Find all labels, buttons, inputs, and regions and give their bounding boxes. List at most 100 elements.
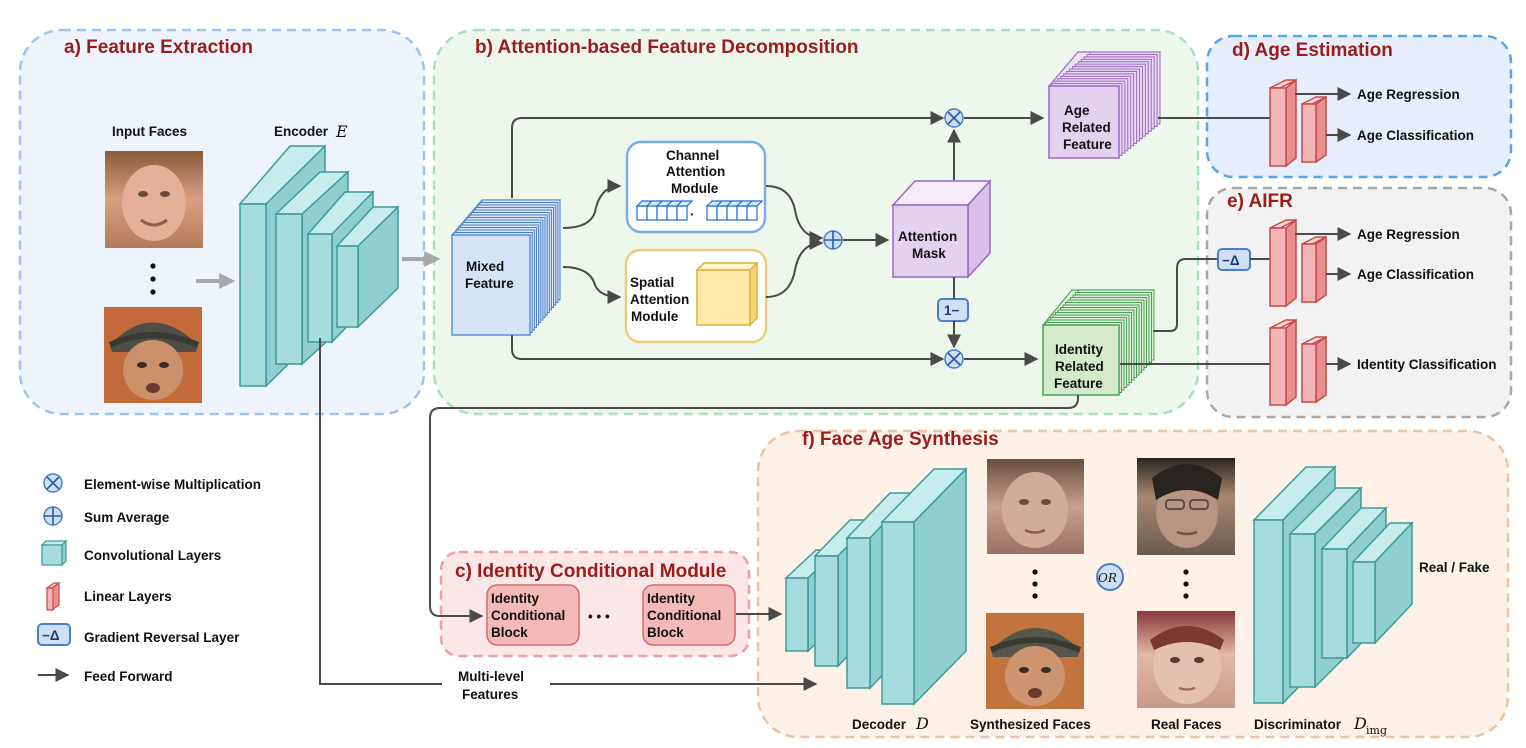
input-faces-label: Input Faces xyxy=(112,124,187,139)
mixed-feature-label-2: Feature xyxy=(465,276,514,291)
channel-cube-top xyxy=(745,200,764,207)
multi-level-label-2: Features xyxy=(462,687,518,702)
identity-classification-label: Identity Classification xyxy=(1357,357,1497,372)
convolutional-layer-icon xyxy=(40,539,68,567)
real-face-boy xyxy=(1137,611,1235,708)
element-wise-multiplication-icon xyxy=(43,473,63,493)
aifr-age-linear-layers xyxy=(1269,218,1327,308)
spatial-attention-label-2: Attention xyxy=(630,292,689,307)
channel-to-sum-arrow xyxy=(765,185,824,245)
svg-text:−Δ: −Δ xyxy=(1222,253,1240,268)
age-estimation-linear-layers xyxy=(1269,78,1327,168)
svg-text:OR: OR xyxy=(1098,571,1117,585)
identity-related-label-1: Identity xyxy=(1055,342,1103,357)
channel-attention-label-3: Module xyxy=(671,181,719,196)
legend-label-0: Element-wise Multiplication xyxy=(84,477,261,492)
age-regression-label-e: Age Regression xyxy=(1357,227,1460,242)
discriminator-label: Discriminator xyxy=(1254,717,1342,732)
discriminator-conv-stack xyxy=(1252,465,1414,705)
synthesized-face-old-woman xyxy=(987,459,1084,554)
channel-cube xyxy=(666,205,678,221)
attention-mask-label-1: Attention xyxy=(898,229,957,244)
decoder-symbol: D xyxy=(915,714,929,733)
mixed-feature-label-1: Mixed xyxy=(466,259,504,274)
input-face-ellipsis xyxy=(150,263,156,295)
panel-c-title: c) Identity Conditional Module xyxy=(455,561,726,582)
mixed-feature-block xyxy=(450,199,562,336)
legend-label-2: Convolutional Layers xyxy=(84,548,221,563)
sum-average-op xyxy=(823,230,843,250)
icm-block-2-label-1: Identity xyxy=(647,591,695,606)
real-face-woman xyxy=(1137,458,1235,555)
real-face-ellipsis xyxy=(1183,569,1189,599)
channel-cube xyxy=(636,205,648,221)
identity-related-label-3: Feature xyxy=(1054,376,1103,391)
one-minus-op: 1− xyxy=(937,298,969,322)
channel-attention-dots: · xyxy=(690,207,695,222)
synthesized-face-man xyxy=(986,613,1084,709)
age-classification-label-e: Age Classification xyxy=(1357,267,1474,282)
age-classification-label-d: Age Classification xyxy=(1357,128,1474,143)
encoder-symbol: E xyxy=(335,122,348,141)
panel-d-title: d) Age Estimation xyxy=(1232,40,1393,61)
channel-cube xyxy=(676,205,688,221)
panel-a-title: a) Feature Extraction xyxy=(64,37,253,58)
sum-average-icon xyxy=(43,506,63,526)
channel-attention-label-1: Channel xyxy=(666,148,719,163)
legend-label-1: Sum Average xyxy=(84,510,170,525)
legend-label-5: Feed Forward xyxy=(84,669,173,684)
multi-level-label-1: Multi-level xyxy=(458,669,524,684)
multiply-op-bottom xyxy=(944,349,964,369)
legend-label-3: Linear Layers xyxy=(84,589,172,604)
mixed-to-spatial-arrow xyxy=(562,266,622,304)
panel-e-box xyxy=(1205,186,1513,419)
panel-e-title: e) AIFR xyxy=(1227,191,1293,212)
mixed-to-multiply-top xyxy=(511,111,945,198)
icm-block-1-label-2: Conditional xyxy=(491,608,565,623)
discriminator-symbol: D xyxy=(1353,714,1367,733)
spatial-attention-cube xyxy=(695,261,759,327)
gradient-reversal-icon: −Δ xyxy=(37,623,71,646)
icm-ellipsis: • • • xyxy=(588,609,610,624)
spatial-attention-label-1: Spatial xyxy=(630,275,674,290)
decoder-conv-stack xyxy=(784,467,968,706)
attention-mask-label-2: Mask xyxy=(912,246,946,261)
age-regression-label-d: Age Regression xyxy=(1357,87,1460,102)
channel-cube xyxy=(646,205,658,221)
identity-related-feature-block xyxy=(1041,289,1156,396)
discriminator-subscript: img xyxy=(1366,724,1387,737)
svg-text:−Δ: −Δ xyxy=(42,628,60,643)
synthesized-face-ellipsis xyxy=(1032,569,1038,599)
gradient-reversal-layer: −Δ xyxy=(1217,248,1251,271)
panel-b-title: b) Attention-based Feature Decomposition xyxy=(475,37,859,58)
spatial-attention-label-3: Module xyxy=(631,309,679,324)
icm-block-2-label-2: Conditional xyxy=(647,608,721,623)
channel-cube xyxy=(716,205,728,221)
channel-cube xyxy=(726,205,738,221)
input-face-old-man xyxy=(104,307,202,403)
linear-layer-icon xyxy=(45,581,61,612)
encoder-conv-stack xyxy=(238,144,400,388)
channel-cube-top xyxy=(675,200,694,207)
attention-mask-cube xyxy=(891,179,992,279)
panel-f-title: f) Face Age Synthesis xyxy=(802,429,999,450)
icm-block-1-label-1: Identity xyxy=(491,591,539,606)
real-fake-label: Real / Fake xyxy=(1419,560,1490,575)
channel-cube xyxy=(706,205,718,221)
age-related-feature-block xyxy=(1047,51,1162,159)
mixed-to-channel-arrow xyxy=(562,179,622,229)
encoder-label: Encoder xyxy=(274,124,329,139)
identity-to-icm-arrow xyxy=(429,395,1079,623)
age-related-label-3: Feature xyxy=(1063,137,1112,152)
age-related-label-2: Related xyxy=(1062,120,1111,135)
age-related-label-1: Age xyxy=(1064,103,1090,118)
real-faces-label: Real Faces xyxy=(1151,717,1222,732)
synthesized-faces-label: Synthesized Faces xyxy=(970,717,1091,732)
channel-attention-label-2: Attention xyxy=(666,164,725,179)
multiply-op-top xyxy=(944,108,964,128)
icm-block-1 xyxy=(486,584,580,646)
decoder-label: Decoder xyxy=(852,717,907,732)
or-badge: OR xyxy=(1096,563,1124,591)
legend-label-4: Gradient Reversal Layer xyxy=(84,630,240,645)
